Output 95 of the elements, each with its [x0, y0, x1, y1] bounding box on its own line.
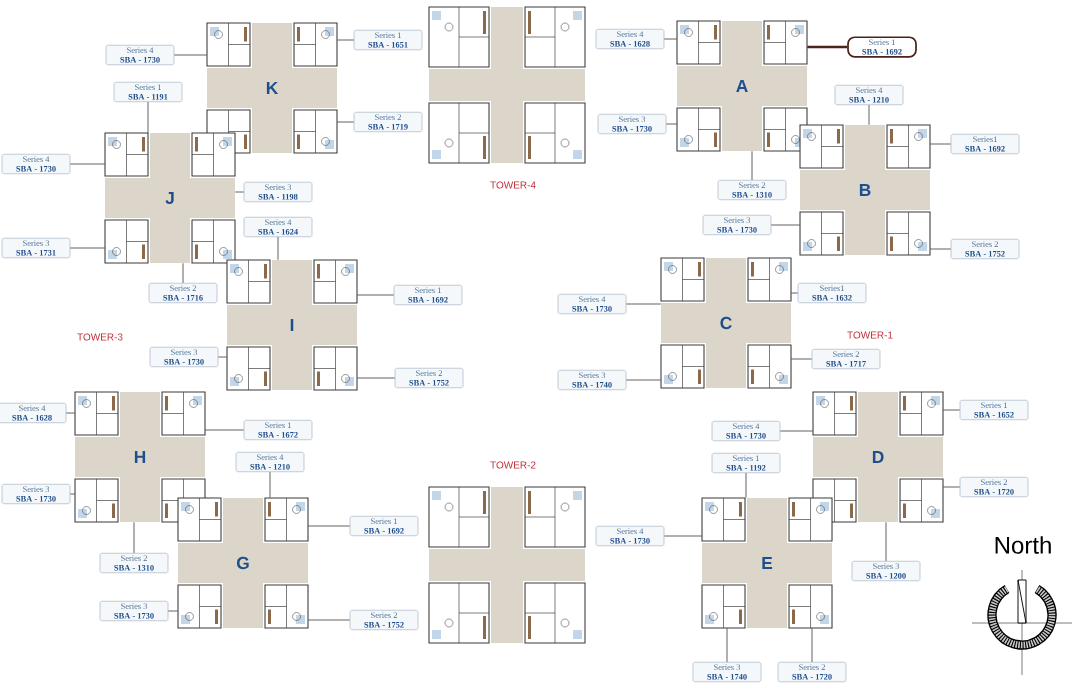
- callout-box: Series1 SBA - 1632: [797, 282, 867, 304]
- callout-box: Series 2 SBA - 1752: [394, 367, 464, 389]
- tower-label: TOWER-3: [77, 333, 123, 341]
- leader-line: [770, 224, 801, 226]
- tower-label: TOWER-4: [490, 181, 536, 189]
- callout-box: Series 3 SBA - 1731: [1, 237, 71, 259]
- floor-plan-block: E: [701, 497, 833, 629]
- leader-line: [336, 39, 355, 41]
- leader-line: [751, 150, 753, 181]
- leader-line: [356, 294, 395, 296]
- callout-box: Series 4 SBA - 1730: [711, 420, 781, 442]
- leader-line: [929, 143, 952, 145]
- callout-box: Series 1 SBA - 1652: [959, 399, 1029, 421]
- leader-line: [663, 535, 703, 537]
- north-label: North: [995, 536, 1051, 554]
- leader-line: [269, 471, 271, 499]
- callout-box: Series 4 SBA - 1730: [595, 525, 665, 547]
- tower-label: TOWER-2: [490, 461, 536, 469]
- callout-box: Series 2 SBA - 1752: [349, 609, 419, 631]
- leader-line: [307, 525, 351, 527]
- callout-box: Series 3 SBA - 1730: [702, 214, 772, 236]
- callout-box: Series 2 SBA - 1720: [777, 661, 847, 683]
- callout-box: Series 1 SBA - 1692: [847, 36, 917, 58]
- callout-box: Series 2 SBA - 1719: [353, 111, 423, 133]
- floor-plan-block: G: [177, 497, 309, 629]
- callout-box: Series 3 SBA - 1730: [99, 600, 169, 622]
- leader-line: [790, 292, 799, 294]
- callout-box: Series 2 SBA - 1717: [811, 348, 881, 370]
- leader-line: [147, 101, 149, 134]
- callout-box: Series 3 SBA - 1730: [597, 113, 667, 135]
- callout-box: Series 4 SBA - 1730: [1, 153, 71, 175]
- leader-line: [69, 163, 106, 165]
- callout-box: Series 1 SBA - 1651: [353, 29, 423, 51]
- leader-line: [665, 123, 678, 125]
- callout-box: Series 3 SBA - 1198: [243, 181, 313, 203]
- floor-plan-block: C: [660, 257, 792, 389]
- floor-plan-block: K: [206, 22, 338, 154]
- callout-box: Series 3 SBA - 1730: [149, 346, 219, 368]
- callout-box: Series 2 SBA - 1310: [717, 179, 787, 201]
- leader-line: [942, 486, 961, 488]
- floor-plan-block: A: [676, 20, 808, 152]
- callout-box: Series 4 SBA - 1210: [834, 84, 904, 106]
- tower-label: TOWER-1: [847, 331, 893, 339]
- callout-box: Series 3 SBA - 1740: [692, 661, 762, 683]
- callout-box: Series 1 SBA - 1191: [113, 81, 183, 103]
- callout-box: Series 1 SBA - 1672: [243, 419, 313, 441]
- floor-plan-block: H: [74, 391, 206, 523]
- callout-box: Series 1 SBA - 1192: [711, 452, 781, 474]
- leader-line: [307, 619, 351, 621]
- leader-line: [204, 429, 245, 431]
- callout-box: Series 4 SBA - 1628: [0, 402, 67, 424]
- callout-box: Series 4 SBA - 1730: [105, 44, 175, 66]
- leader-line: [217, 356, 228, 358]
- leader-line: [745, 472, 747, 499]
- callout-box: Series1 SBA - 1692: [950, 133, 1020, 155]
- leader-line: [779, 430, 814, 432]
- leader-line: [69, 247, 106, 249]
- leader-line: [182, 262, 184, 284]
- leader-line: [356, 377, 396, 379]
- callout-box: Series 2 SBA - 1310: [99, 552, 169, 574]
- leader-line: [277, 236, 279, 261]
- leader-line: [811, 627, 813, 663]
- leader-line: [133, 521, 135, 554]
- callout-box: Series 3 SBA - 1200: [851, 560, 921, 582]
- callout-box: Series 2 SBA - 1720: [959, 476, 1029, 498]
- leader-line: [885, 521, 887, 562]
- leader-line: [173, 54, 208, 56]
- leader-line: [790, 358, 813, 360]
- leader-line: [65, 412, 76, 414]
- leader-line: [807, 45, 848, 49]
- callout-box: Series 1 SBA - 1692: [393, 284, 463, 306]
- leader-line: [625, 303, 662, 305]
- floor-plan-block: D: [812, 391, 944, 523]
- callout-box: Series 4 SBA - 1730: [557, 293, 627, 315]
- leader-line: [167, 610, 179, 612]
- floor-plan-block: B: [799, 124, 931, 256]
- callout-box: Series 3 SBA - 1730: [1, 483, 71, 505]
- callout-box: Series 2 SBA - 1716: [148, 282, 218, 304]
- floor-plan-block: I: [226, 259, 358, 391]
- leader-line: [234, 191, 245, 193]
- callout-box: Series 4 SBA - 1210: [235, 451, 305, 473]
- leader-line: [868, 104, 870, 126]
- leader-line: [336, 121, 355, 123]
- callout-box: Series 2 SBA - 1752: [950, 238, 1020, 260]
- leader-line: [726, 627, 728, 663]
- leader-line: [942, 409, 961, 411]
- callout-box: Series 4 SBA - 1624: [243, 216, 313, 238]
- floor-plan-block: J: [104, 132, 236, 264]
- leader-line: [625, 379, 662, 381]
- callout-box: Series 4 SBA - 1628: [595, 28, 665, 50]
- leader-line: [69, 493, 76, 495]
- leader-line: [663, 38, 678, 40]
- callout-box: Series 1 SBA - 1692: [349, 515, 419, 537]
- leader-line: [929, 248, 952, 250]
- callout-box: Series 3 SBA - 1740: [557, 369, 627, 391]
